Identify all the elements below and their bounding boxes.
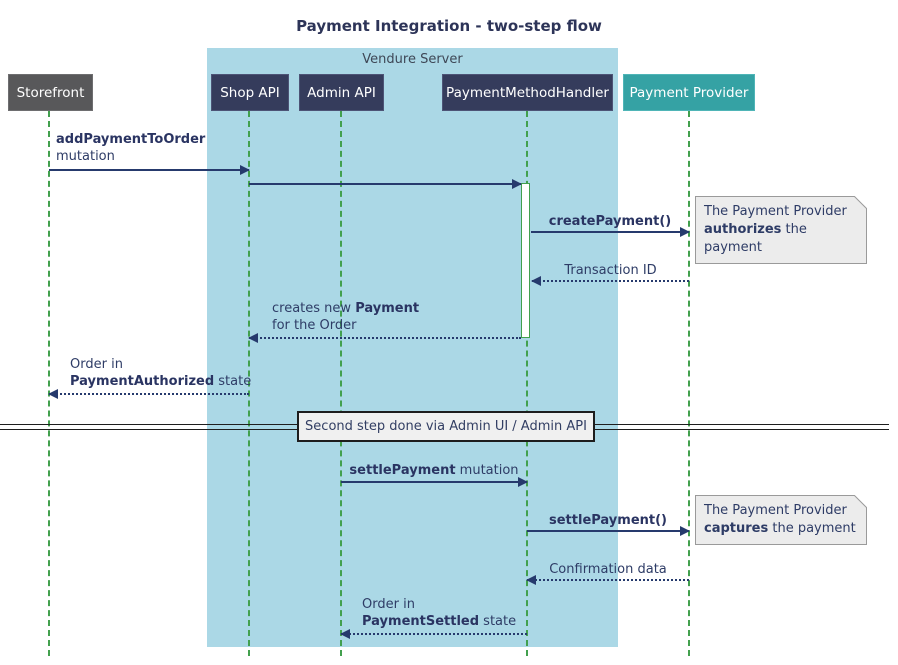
note-fold-icon	[854, 196, 867, 209]
message-label-transaction-id: Transaction ID	[564, 263, 657, 278]
arrowhead-icon	[240, 165, 250, 175]
message-label-order-authorized: Order in PaymentAuthorized state	[70, 357, 252, 389]
lifeline-shop-api	[248, 111, 250, 656]
message-label-settle-payment: settlePayment()	[549, 513, 667, 528]
message-label-order-settled: Order in PaymentSettled state	[362, 597, 517, 629]
arrowhead-icon	[512, 179, 522, 189]
vendure-server-frame	[207, 48, 618, 647]
arrow-shop-to-handler	[249, 179, 522, 189]
participant-payment-method-handler: PaymentMethodHandler	[442, 74, 613, 111]
message-label-create-payment: createPayment()	[548, 214, 672, 229]
message-label-creates-payment: creates new Payment for the Order	[272, 301, 420, 333]
note-captures: The Payment Provider captures the paymen…	[695, 495, 867, 545]
arrow-order-settled	[340, 629, 527, 639]
arrow-add-payment	[49, 165, 250, 175]
participant-shop-api: Shop API	[211, 74, 289, 111]
arrowhead-icon	[680, 227, 690, 237]
divider-label: Second step done via Admin UI / Admin AP…	[297, 411, 595, 442]
arrowhead-icon	[526, 575, 536, 585]
arrow-order-authorized	[48, 389, 249, 399]
arrowhead-icon	[340, 629, 350, 639]
note-authorizes: The Payment Provider authorizes the paym…	[695, 196, 867, 264]
message-label-confirmation: Confirmation data	[549, 562, 667, 577]
vendure-server-label: Vendure Server	[362, 52, 463, 67]
participant-payment-provider: Payment Provider	[623, 74, 755, 111]
participant-storefront: Storefront	[8, 74, 93, 111]
lifeline-payment-method-handler	[526, 111, 528, 656]
message-label-settle-mutation: settlePayment mutation	[349, 463, 519, 478]
message-label-add-payment: addPaymentToOrder mutation	[56, 132, 206, 164]
arrow-confirmation	[526, 575, 689, 585]
arrow-create-payment	[531, 227, 690, 237]
diagram-title: Payment Integration - two-step flow	[296, 17, 602, 35]
arrowhead-icon	[48, 389, 58, 399]
lifeline-storefront	[48, 111, 50, 656]
arrow-transaction-id	[531, 276, 689, 286]
lifeline-payment-provider	[688, 111, 690, 656]
participant-admin-api: Admin API	[299, 74, 384, 111]
arrowhead-icon	[531, 276, 541, 286]
arrowhead-icon	[680, 526, 690, 536]
note-fold-icon	[854, 495, 867, 508]
arrowhead-icon	[248, 333, 258, 343]
lifeline-admin-api	[340, 111, 342, 656]
arrow-settle-payment	[527, 526, 690, 536]
arrow-creates-payment	[248, 333, 521, 343]
arrow-settle-mutation	[341, 477, 528, 487]
arrowhead-icon	[518, 477, 528, 487]
activation-bar	[521, 183, 530, 338]
